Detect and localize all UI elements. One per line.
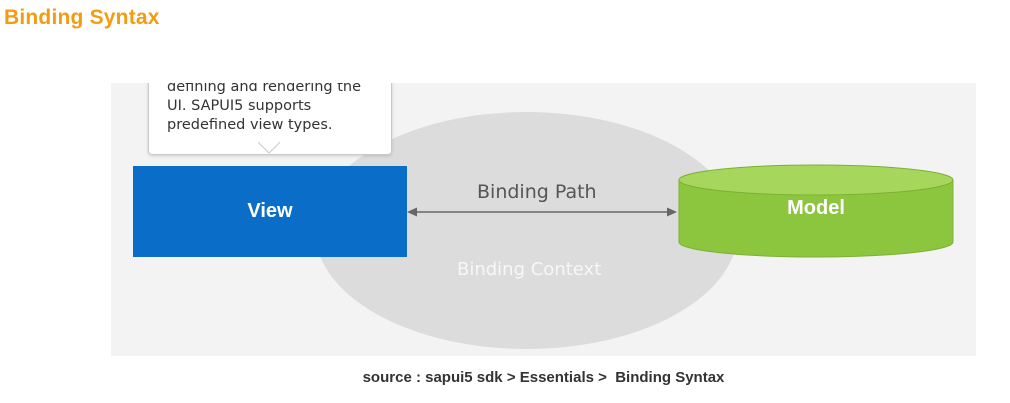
source-caption: source : sapui5 sdk > Essentials > Bindi… <box>362 369 725 386</box>
binding-context-label: Binding Context <box>457 259 602 280</box>
view-box: View <box>133 166 407 257</box>
model-cylinder <box>678 164 954 258</box>
tooltip-pointer <box>258 142 280 154</box>
binding-path-arrow <box>407 207 677 217</box>
view-label: View <box>247 200 293 222</box>
model-label: Model <box>787 197 845 219</box>
binding-path-label: Binding Path <box>477 181 597 203</box>
tooltip-text: defining and rendering the UI. SAPUI5 su… <box>167 83 362 133</box>
diagram-graphics <box>407 164 954 258</box>
view-tooltip: defining and rendering the UI. SAPUI5 su… <box>148 83 392 155</box>
binding-diagram: Binding Context View defining and render… <box>111 83 976 356</box>
page-title: Binding Syntax <box>4 6 160 29</box>
